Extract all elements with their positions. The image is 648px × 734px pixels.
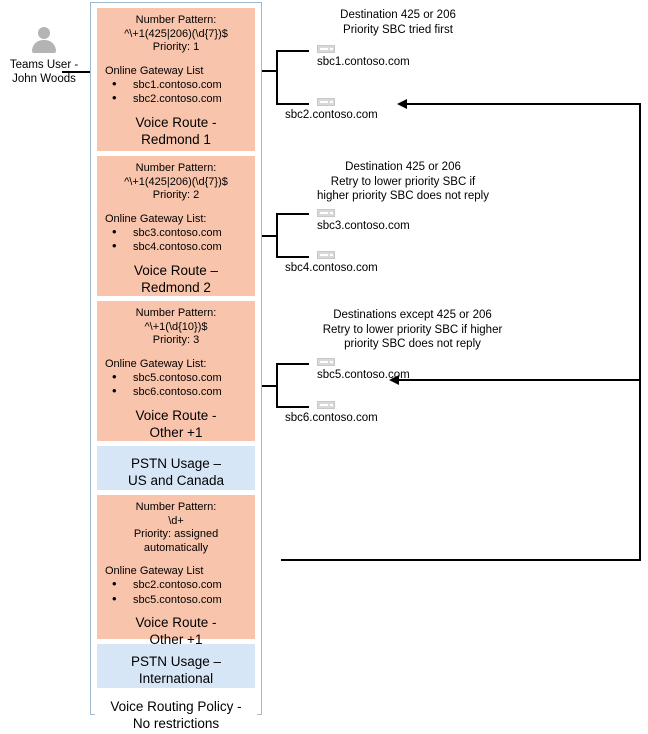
- bracket-stub-2: [262, 235, 277, 237]
- bracket-stub-1: [262, 70, 277, 72]
- bracket-arm-2a: [276, 213, 309, 215]
- gateway-item: sbc2.contoso.com: [103, 91, 249, 107]
- feedback-arrow-1-horizontal: [407, 103, 641, 105]
- number-pattern-value: ^\+1(425|206)(\d{7})$: [124, 27, 228, 40]
- voice-route-title: Voice Route – Redmond 2: [133, 262, 219, 295]
- sbc-server-icon: [317, 209, 335, 217]
- bracket-vertical-2: [276, 213, 278, 258]
- sbc-node[interactable]: sbc6.contoso.com: [285, 401, 378, 425]
- voice-route-title: Voice Route - Redmond 1: [135, 114, 217, 147]
- gateway-list: sbc3.contoso.com sbc4.contoso.com: [103, 225, 249, 255]
- priority-value: Priority: 2: [152, 189, 200, 201]
- annotation-caption-2: Destination 425 or 206 Retry to lower pr…: [317, 161, 489, 202]
- gateway-list: sbc1.contoso.com sbc2.contoso.com: [103, 77, 249, 107]
- number-pattern-label: Number Pattern:: [135, 307, 217, 319]
- annotation-caption-1: Destination 425 or 206 Priority SBC trie…: [340, 9, 456, 36]
- voice-route-block[interactable]: Number Pattern: ^\+1(425|206)(\d{7})$ Pr…: [97, 8, 255, 151]
- priority-value: Priority: assigned automatically: [133, 528, 219, 554]
- number-pattern-value: ^\+1(425|206)(\d{7})$: [124, 175, 228, 188]
- gateway-item: sbc5.contoso.com: [103, 592, 249, 608]
- bracket-vertical-1: [276, 50, 278, 105]
- sbc-label: sbc5.contoso.com: [317, 369, 410, 381]
- voice-route-block[interactable]: Number Pattern: \d+ Priority: assigned a…: [97, 495, 255, 647]
- gateway-item: sbc5.contoso.com: [103, 370, 249, 386]
- voice-route-block[interactable]: Number Pattern: ^\+1(\d{10})$ Priority: …: [97, 301, 255, 441]
- bracket-stub-3: [262, 385, 277, 387]
- connector-user-to-policy: [62, 71, 92, 73]
- sbc-label: sbc6.contoso.com: [285, 412, 378, 424]
- gateway-list-header: Online Gateway List:: [105, 212, 207, 225]
- voice-routing-policy-column: Number Pattern: ^\+1(425|206)(\d{7})$ Pr…: [90, 2, 262, 734]
- sbc-label: sbc4.contoso.com: [285, 262, 378, 274]
- sbc-node[interactable]: sbc4.contoso.com: [285, 251, 378, 275]
- pstn-usage-us-canada[interactable]: PSTN Usage – US and Canada: [97, 446, 255, 490]
- bracket-arm-2b: [276, 256, 309, 258]
- feedback-arrow-2-bottom: [281, 559, 641, 561]
- feedback-arrow-1-vertical: [639, 103, 641, 381]
- number-pattern-value: \d+: [168, 514, 184, 527]
- gateway-list-header: Online Gateway List:: [105, 357, 207, 370]
- person-avatar-icon: [29, 26, 59, 56]
- gateway-list: sbc5.contoso.com sbc6.contoso.com: [103, 370, 249, 400]
- pstn-usage-international[interactable]: PSTN Usage – International: [97, 644, 255, 688]
- sbc-label: sbc3.contoso.com: [317, 220, 410, 232]
- sbc-server-icon: [317, 401, 335, 409]
- gateway-list-header: Online Gateway List: [105, 64, 204, 77]
- sbc-server-icon: [317, 45, 335, 53]
- bracket-arm-3b: [276, 406, 309, 408]
- sbc-label: sbc1.contoso.com: [317, 56, 410, 68]
- gateway-list-header: Online Gateway List: [105, 565, 204, 577]
- sbc-server-icon: [317, 358, 335, 366]
- voice-route-title: Voice Route - Other +1: [135, 407, 217, 440]
- annotation-caption-3: Destinations except 425 or 206 Retry to …: [322, 309, 503, 350]
- feedback-arrow-2-head: [389, 375, 399, 385]
- bracket-arm-1b: [276, 103, 309, 105]
- gateway-item: sbc3.contoso.com: [103, 225, 249, 241]
- feedback-arrow-2-horizontal: [399, 379, 641, 381]
- priority-value: Priority: 3: [152, 334, 200, 346]
- gateway-list: sbc2.contoso.com sbc5.contoso.com: [103, 577, 249, 608]
- sbc-server-icon: [317, 251, 335, 259]
- sbc-node[interactable]: sbc1.contoso.com: [317, 45, 410, 69]
- sbc-node[interactable]: sbc3.contoso.com: [317, 209, 410, 233]
- gateway-item: sbc1.contoso.com: [103, 77, 249, 93]
- bracket-arm-3a: [276, 363, 309, 365]
- number-pattern-label: Number Pattern:: [135, 14, 217, 26]
- avatar-body: [32, 40, 56, 53]
- bracket-arm-1a: [276, 50, 309, 52]
- gateway-item: sbc4.contoso.com: [103, 239, 249, 255]
- voice-route-title: Voice Route - Other +1: [135, 615, 217, 647]
- voice-route-block[interactable]: Number Pattern: ^\+1(425|206)(\d{7})$ Pr…: [97, 156, 255, 296]
- avatar-head: [38, 27, 50, 39]
- teams-user-node: Teams User - John Woods: [0, 26, 88, 86]
- sbc-label: sbc2.contoso.com: [285, 109, 378, 121]
- teams-user-label: Teams User - John Woods: [9, 59, 79, 85]
- number-pattern-label: Number Pattern:: [135, 162, 217, 174]
- gateway-item: sbc2.contoso.com: [103, 577, 249, 593]
- bracket-vertical-3: [276, 363, 278, 408]
- sbc-server-icon: [317, 98, 335, 106]
- feedback-arrow-2-vertical: [639, 379, 641, 561]
- number-pattern-value: ^\+1(\d{10})$: [144, 320, 208, 333]
- voice-routing-policy-label: Voice Routing Policy - No restrictions: [95, 693, 257, 734]
- priority-value: Priority: 1: [152, 41, 200, 53]
- feedback-arrow-1-head: [397, 99, 407, 109]
- number-pattern-label: Number Pattern:: [135, 501, 217, 513]
- gateway-item: sbc6.contoso.com: [103, 384, 249, 400]
- sbc-node[interactable]: sbc2.contoso.com: [285, 98, 378, 122]
- sbc-node[interactable]: sbc5.contoso.com: [317, 358, 410, 382]
